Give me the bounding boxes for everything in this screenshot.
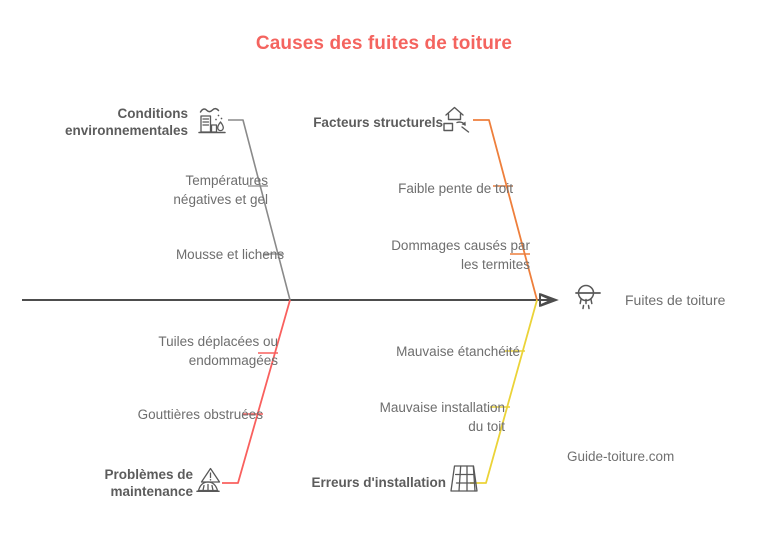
cause-label-dommages-termites: Dommages causés par les termites xyxy=(391,238,530,272)
branch-erreurs-d-installation xyxy=(470,299,538,484)
branch-line-conditions-environnementales xyxy=(228,119,291,301)
category-label-problemes-de-maintenance: Problèmes de maintenance xyxy=(104,467,193,499)
category-label-conditions-environnementales: Conditions environnementales xyxy=(64,106,188,138)
branch-conditions-environnementales xyxy=(228,119,291,301)
branch-facteurs-structurels xyxy=(473,119,538,301)
page-title: Causes des fuites de toiture xyxy=(255,33,513,54)
category-label-facteurs-structurels: Facteurs structurels xyxy=(313,115,443,130)
spine-arrow-head-fill xyxy=(539,293,559,307)
effect-label: Fuites de toiture xyxy=(625,292,726,308)
cause-label-temperatures-negatives-et-gel: Températures négatives et gel xyxy=(173,173,268,207)
watermark-text: Guide-toiture.com xyxy=(567,449,675,464)
branch-problemes-de-maintenance xyxy=(222,299,291,484)
category-label-erreurs-d-installation: Erreurs d'installation xyxy=(311,475,447,490)
roof-tiles-grid-icon xyxy=(450,465,478,492)
branch-line-facteurs-structurels xyxy=(473,119,538,301)
cause-label-mauvaise-installation-du-toit: Mauvaise installation du toit xyxy=(379,400,505,434)
cause-label-mousse-et-lichens: Mousse et lichens xyxy=(175,247,284,262)
branch-line-problemes-de-maintenance xyxy=(222,299,291,484)
spine-group xyxy=(22,292,559,308)
cause-label-mauvaise-etancheite: Mauvaise étanchéité xyxy=(396,344,520,359)
warning-maintenance-icon xyxy=(196,467,221,492)
cause-label-faible-pente-de-toit: Faible pente de toit xyxy=(398,181,513,196)
cause-label-tuiles-deplacees: Tuiles déplacées ou endommagées xyxy=(158,334,278,368)
branch-line-erreurs-d-installation xyxy=(470,299,538,484)
roof-leak-icon xyxy=(575,284,601,310)
house-roof-icon xyxy=(443,106,470,133)
cause-label-gouttieres-obstruees: Gouttières obstruées xyxy=(137,407,263,422)
factory-pollution-icon xyxy=(198,107,226,134)
